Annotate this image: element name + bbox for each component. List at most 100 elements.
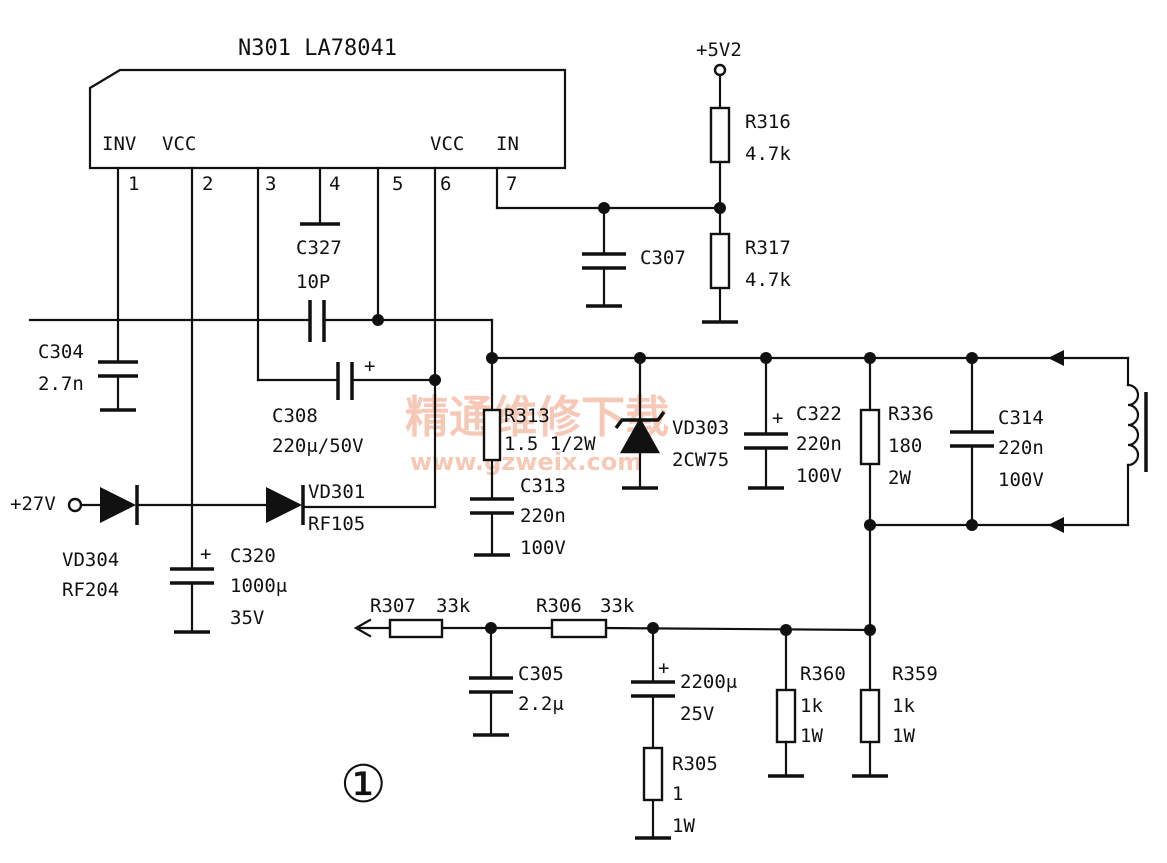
r305-name: R305 — [672, 753, 718, 775]
ic-title: N301 LA78041 — [238, 36, 397, 61]
r317-value: 4.7k — [745, 269, 791, 291]
vd303-name: VD303 — [672, 417, 729, 439]
c305-name: C305 — [518, 663, 564, 685]
pin-6-name: VCC — [430, 133, 464, 155]
resistor-r305: R305 1 1W — [635, 746, 718, 840]
resistor-r313: R313 1.5 1/2W — [482, 405, 596, 462]
c320-plus: + — [200, 543, 211, 565]
c314-rating: 100V — [998, 469, 1044, 491]
capacitor-c307: C307 — [582, 206, 686, 308]
c322-rating: 100V — [796, 465, 842, 487]
c2200-value: 2200μ — [680, 671, 737, 693]
r305-value: 1 — [672, 783, 683, 805]
c314-name: C314 — [998, 407, 1044, 429]
pin-2-name: VCC — [162, 133, 196, 155]
pin-7-num: 7 — [506, 173, 517, 195]
pin-5-num: 5 — [392, 173, 403, 195]
c322-value: 220n — [796, 433, 842, 455]
c320-value: 1000μ — [230, 575, 287, 597]
pin-6-num: 6 — [440, 173, 451, 195]
junction-dots — [372, 202, 978, 636]
resistor-r307: R307 33k — [370, 595, 471, 639]
resistor-r360: R360 1k 1W — [768, 628, 846, 778]
pin-1-name: INV — [102, 133, 136, 155]
figure-number: ① — [340, 755, 387, 815]
vd301-value: RF105 — [308, 513, 365, 535]
r359-rating: 1W — [892, 725, 915, 747]
vd304-value: RF204 — [62, 579, 119, 601]
vd303-value: 2CW75 — [672, 449, 729, 471]
c308-name: C308 — [272, 405, 318, 427]
capacitor-c308: + C308 220μ/50V — [272, 355, 437, 457]
watermark-text: 精通维修下载 — [405, 392, 669, 443]
r336-rating: 2W — [888, 467, 911, 489]
capacitor-c322: + C322 220n 100V — [744, 356, 842, 490]
supply-27v: +27V — [10, 493, 102, 515]
pin-2-num: 2 — [202, 173, 213, 195]
capacitor-c320: + C320 1000μ 35V — [170, 543, 287, 634]
label-27v: +27V — [10, 493, 56, 515]
c2200-plus: + — [658, 657, 669, 679]
c313-name: C313 — [520, 475, 566, 497]
r360-value: 1k — [800, 695, 823, 717]
c320-rating: 35V — [230, 607, 264, 629]
resistor-r336: R336 180 2W — [859, 356, 934, 527]
r317-name: R317 — [745, 237, 791, 259]
diode-vd301: VD301 RF105 — [266, 481, 437, 535]
resistor-r359: R359 1k 1W — [852, 628, 938, 778]
pin-1-num: 1 — [128, 173, 139, 195]
r359-name: R359 — [892, 663, 938, 685]
r336-name: R336 — [888, 403, 934, 425]
c327-value: 10P — [296, 271, 330, 293]
resistor-r316: R316 4.7k — [709, 106, 791, 236]
capacitor-c327: C327 10P — [28, 237, 494, 360]
c307-name: C307 — [640, 247, 686, 269]
supply-5v2: +5V2 — [696, 39, 742, 110]
r306-name: R306 — [536, 595, 582, 617]
c308-plus: + — [364, 355, 375, 377]
zener-vd303: VD303 2CW75 — [614, 356, 729, 490]
r316-name: R316 — [745, 111, 791, 133]
r313-name: R313 — [504, 405, 550, 427]
c327-name: C327 — [296, 237, 342, 259]
c308-value: 220μ/50V — [272, 435, 364, 457]
r305-rating: 1W — [672, 815, 695, 837]
r307-name: R307 — [370, 595, 416, 617]
c304-name: C304 — [38, 341, 84, 363]
r359-value: 1k — [892, 695, 915, 717]
resistor-r317: R317 4.7k — [702, 232, 791, 324]
r306-value: 33k — [600, 595, 635, 617]
r316-value: 4.7k — [745, 143, 791, 165]
r307-value: 33k — [436, 595, 471, 617]
capacitor-c2200: + 2200μ 25V — [631, 626, 737, 750]
r336-value: 180 — [888, 435, 922, 457]
pin-3-num: 3 — [265, 173, 276, 195]
c2200-rating: 25V — [680, 703, 714, 725]
ic-n301: N301 LA78041 INV VCC VCC IN 1 2 3 4 5 6 … — [88, 36, 567, 195]
r360-name: R360 — [800, 663, 846, 685]
deflection-yoke — [868, 350, 1148, 533]
capacitor-c305: C305 2.2μ — [469, 626, 564, 737]
c314-value: 220n — [998, 437, 1044, 459]
pin-4-num: 4 — [329, 173, 340, 195]
capacitor-c313: C313 220n 100V — [470, 475, 566, 559]
c305-value: 2.2μ — [518, 693, 564, 715]
c322-plus: + — [772, 407, 783, 429]
c322-name: C322 — [796, 403, 842, 425]
capacitor-c314: C314 220n 100V — [950, 356, 1044, 527]
capacitor-c304: C304 2.7n — [38, 341, 138, 412]
pin-7-name: IN — [496, 133, 519, 155]
diode-vd304: VD304 RF204 — [62, 485, 268, 601]
c313-value: 220n — [520, 505, 566, 527]
watermark-url: www.gzweix.com — [410, 448, 642, 476]
c320-name: C320 — [230, 545, 276, 567]
vd301-name: VD301 — [308, 481, 365, 503]
r360-rating: 1W — [800, 725, 823, 747]
vd304-name: VD304 — [62, 549, 119, 571]
c313-rating: 100V — [520, 537, 566, 559]
resistor-r306: R306 33k — [536, 595, 635, 639]
label-5v2: +5V2 — [696, 39, 742, 61]
r313-value: 1.5 1/2W — [504, 433, 596, 455]
c304-value: 2.7n — [38, 373, 84, 395]
